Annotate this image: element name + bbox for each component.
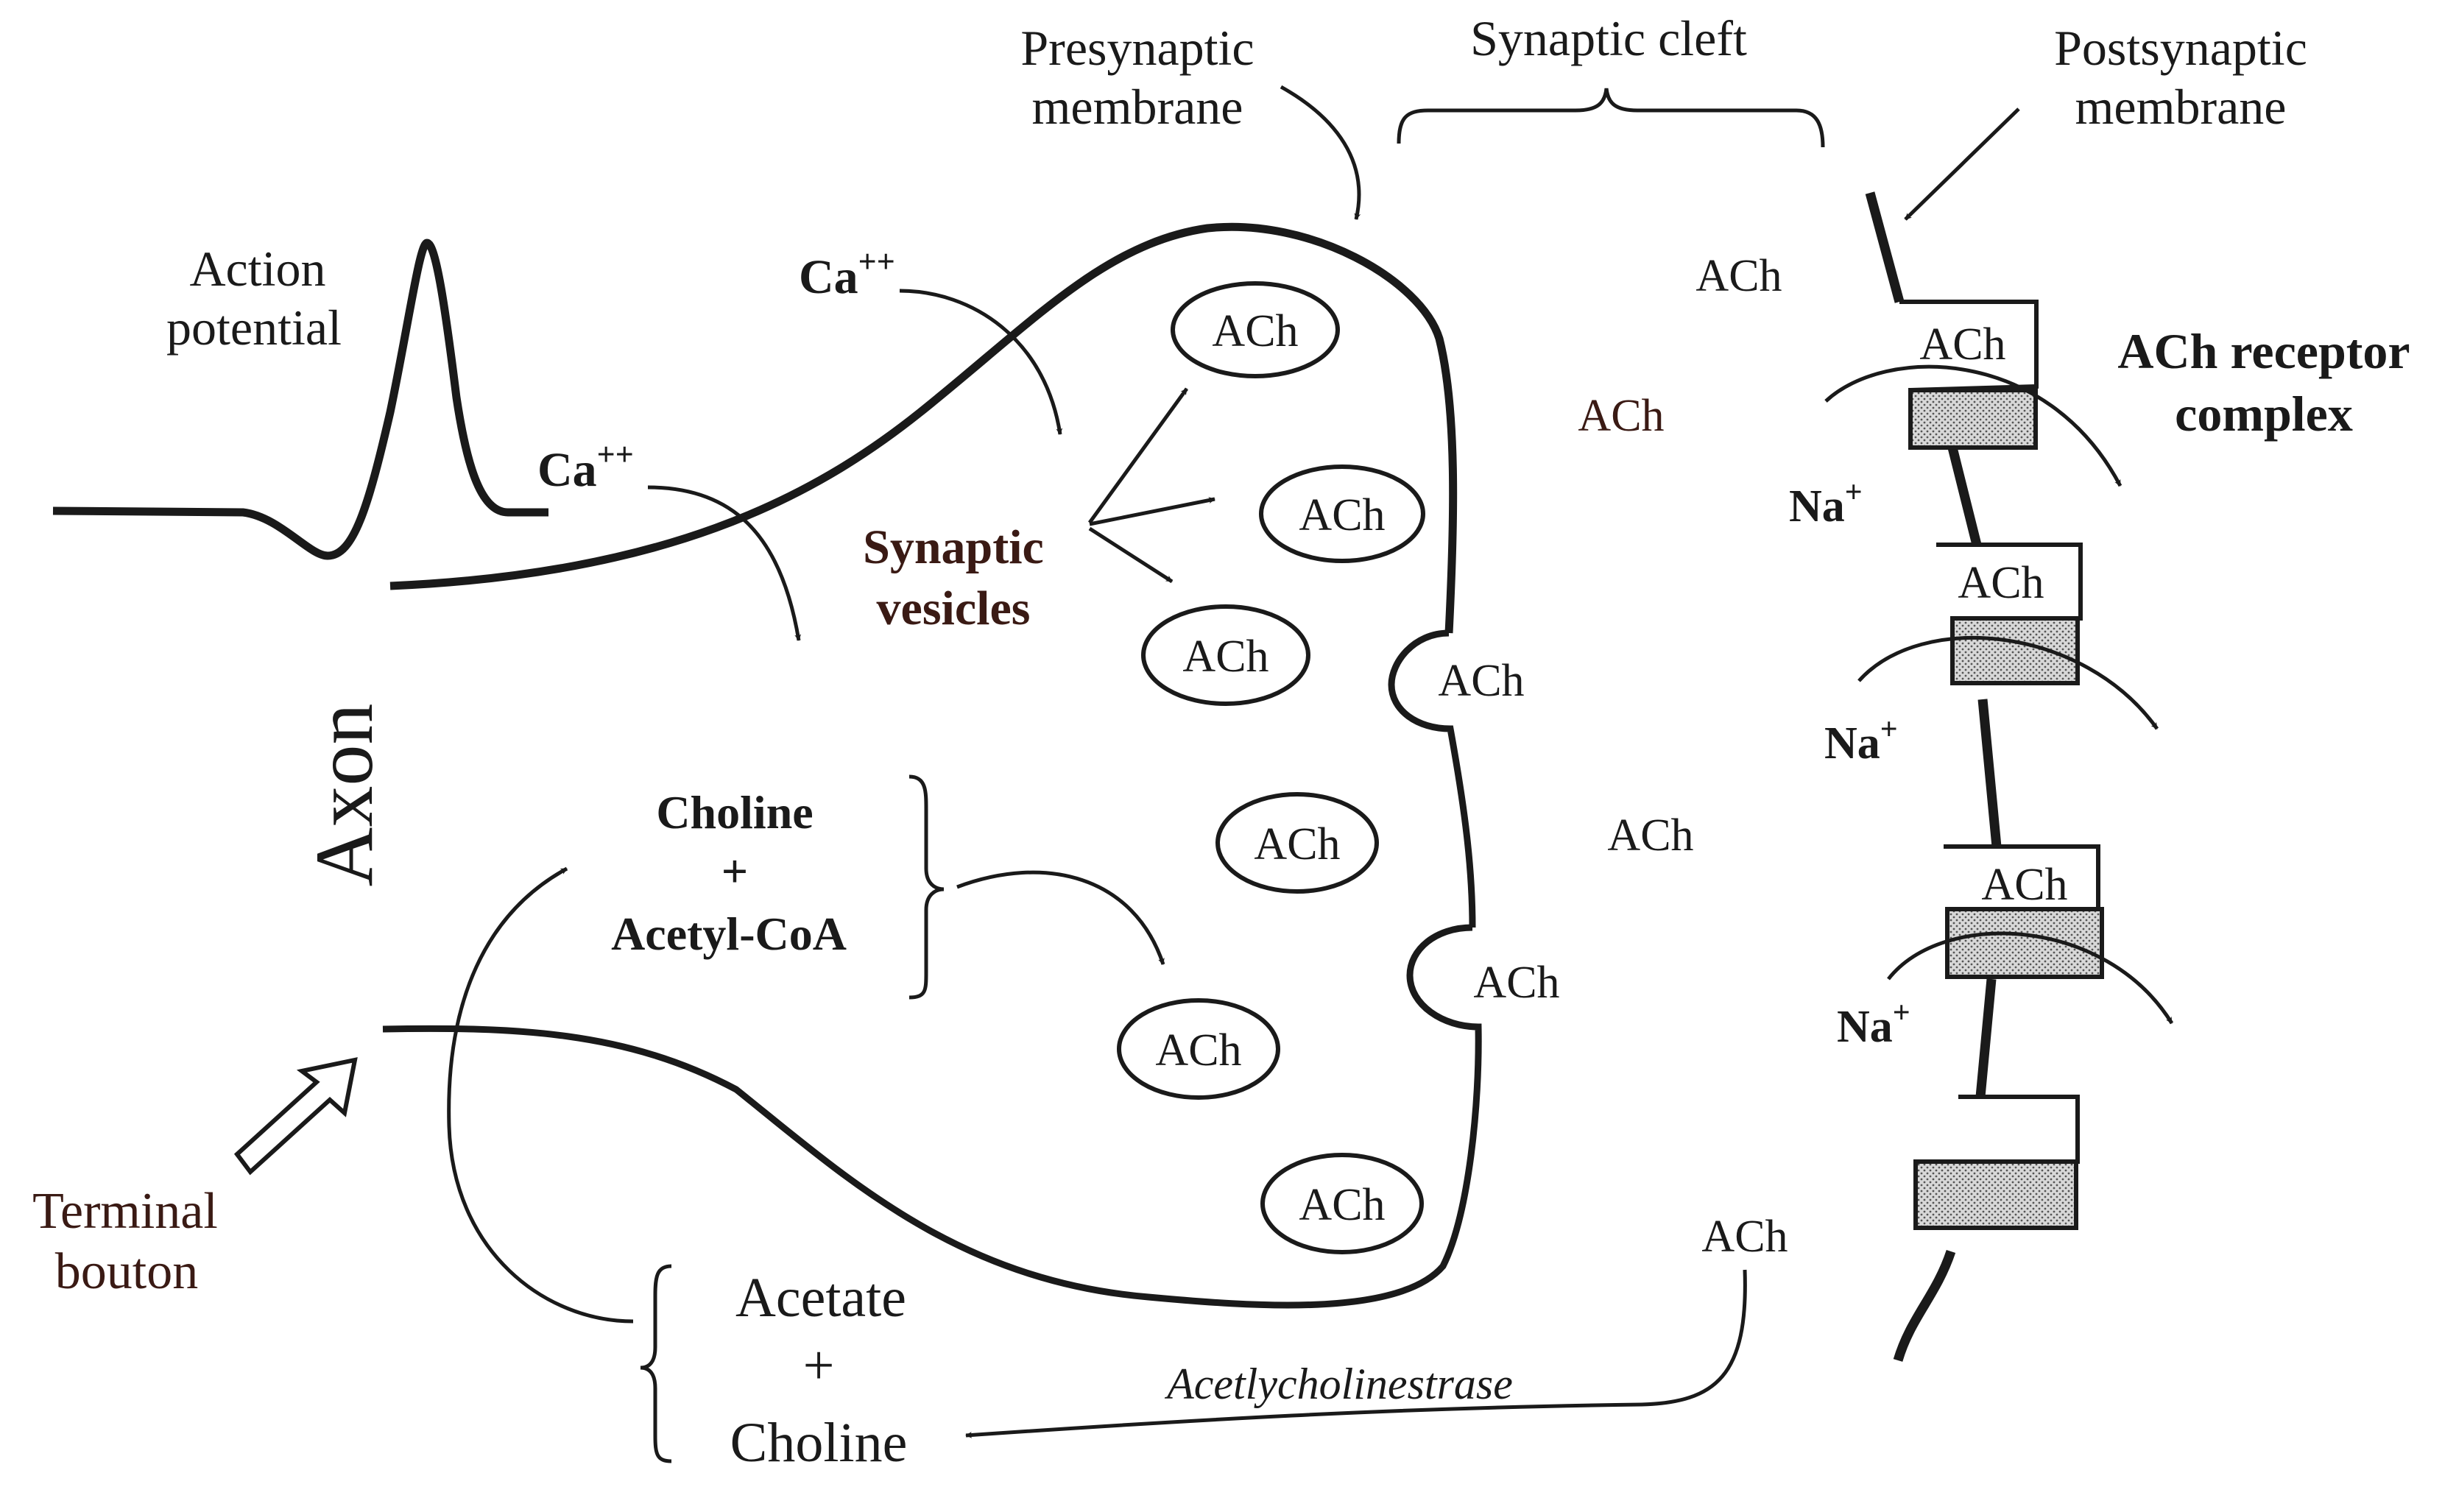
postsynaptic-label-arrow — [1904, 107, 2020, 221]
na-ion-1: Na+ — [1789, 476, 1863, 531]
vesicle-1 — [1171, 281, 1340, 378]
presynaptic-terminal-outline — [389, 222, 1458, 634]
synaptic-vesicles-label-line1: Synaptic — [863, 520, 1044, 574]
products-plus: + — [803, 1335, 835, 1396]
ach-fusion-2: ACh — [1473, 958, 1559, 1008]
presynaptic-label-line2: membrane — [1032, 79, 1243, 135]
synthesis-arrow — [956, 870, 1165, 965]
ach-vesicle-2: ACh — [1299, 490, 1385, 540]
acetate-label: Acetate — [735, 1267, 906, 1329]
ach-vesicle-3: ACh — [1182, 632, 1268, 682]
postsynaptic-membrane — [1865, 191, 2002, 1362]
vesicle-arrow-2 — [1089, 497, 1215, 526]
synaptic-cleft-brace — [1397, 88, 1825, 148]
terminal-bouton-label-line1: Terminal — [32, 1183, 218, 1240]
vesicle-2 — [1259, 464, 1425, 563]
ach-cleft-3: ACh — [1607, 810, 1693, 861]
choline-label: Choline — [656, 786, 813, 838]
ach-vesicle-6: ACh — [1299, 1180, 1385, 1230]
terminal-bouton-label-line2: bouton — [55, 1243, 198, 1300]
receptor-complex-label-line1: ACh receptor — [2117, 323, 2410, 379]
synaptic-cleft-label: Synaptic cleft — [1470, 10, 1747, 66]
choline-product-label: Choline — [730, 1412, 908, 1474]
acetyl-coa-label: Acetyl-CoA — [611, 908, 847, 960]
receptor-complex-3 — [1944, 844, 2104, 979]
na-flow-arrow-2 — [1857, 636, 2159, 730]
synaptic-vesicles-label-line2: vesicles — [877, 582, 1031, 635]
synthesis-plus: + — [721, 845, 748, 897]
vesicle-6 — [1260, 1153, 1424, 1254]
ca-ion-lower: Ca++ — [537, 437, 634, 497]
presynaptic-membrane-segment — [1388, 629, 1476, 928]
ach-bound-2: ACh — [1958, 558, 2044, 608]
ach-bound-1: ACh — [1919, 319, 2005, 370]
na-flow-arrow-1 — [1824, 364, 2122, 487]
action-potential-trace — [52, 239, 548, 560]
ach-fusion-1: ACh — [1438, 656, 1524, 706]
receptor-complex-4 — [1913, 1095, 2080, 1230]
vesicle-arrow-3 — [1088, 526, 1174, 584]
ach-vesicle-4: ACh — [1254, 819, 1340, 869]
presynaptic-membrane-lower — [382, 924, 1482, 1309]
choline-reuptake-arrow — [447, 866, 634, 1324]
hollow-arrow-icon — [233, 1057, 358, 1176]
ach-cleft-1: ACh — [1695, 251, 1782, 301]
enzyme-label: Acetlycholinestrase — [1164, 1360, 1513, 1408]
acetylcholinesterase-arrow — [965, 1269, 1747, 1438]
na-flow-arrow-3 — [1887, 931, 2174, 1025]
ach-vesicle-5: ACh — [1155, 1025, 1241, 1075]
presynaptic-label-arrow — [1280, 85, 1361, 220]
postsynaptic-label-line1: Postsynaptic — [2054, 20, 2307, 76]
synthesis-bracket — [908, 774, 945, 1000]
receptor-complex-1 — [1899, 300, 2039, 450]
ach-cleft-2: ACh — [1578, 391, 1664, 441]
vesicle-5 — [1117, 998, 1280, 1100]
ach-vesicle-1: ACh — [1212, 306, 1298, 356]
receptor-complex-label-line2: complex — [2175, 386, 2353, 442]
ach-cleft-4: ACh — [1701, 1212, 1788, 1262]
presynaptic-label-line1: Presynaptic — [1020, 20, 1254, 76]
na-ion-3: Na+ — [1837, 996, 1910, 1052]
ca-arrow-lower — [647, 485, 802, 641]
ca-ion-upper: Ca++ — [799, 244, 895, 304]
vesicle-4 — [1215, 792, 1379, 894]
vesicle-3 — [1141, 604, 1310, 706]
vesicle-arrow-1 — [1087, 387, 1189, 524]
receptor-complex-2 — [1936, 543, 2083, 685]
na-ion-2: Na+ — [1824, 713, 1898, 769]
postsynaptic-label-line2: membrane — [2075, 79, 2287, 135]
action-potential-label-line1: Action — [189, 241, 325, 297]
products-bracket — [640, 1264, 672, 1463]
axon-label: Axon — [299, 704, 390, 887]
ca-arrow-upper — [899, 289, 1063, 435]
ach-bound-3: ACh — [1981, 860, 2067, 910]
action-potential-label-line2: potential — [166, 300, 342, 356]
